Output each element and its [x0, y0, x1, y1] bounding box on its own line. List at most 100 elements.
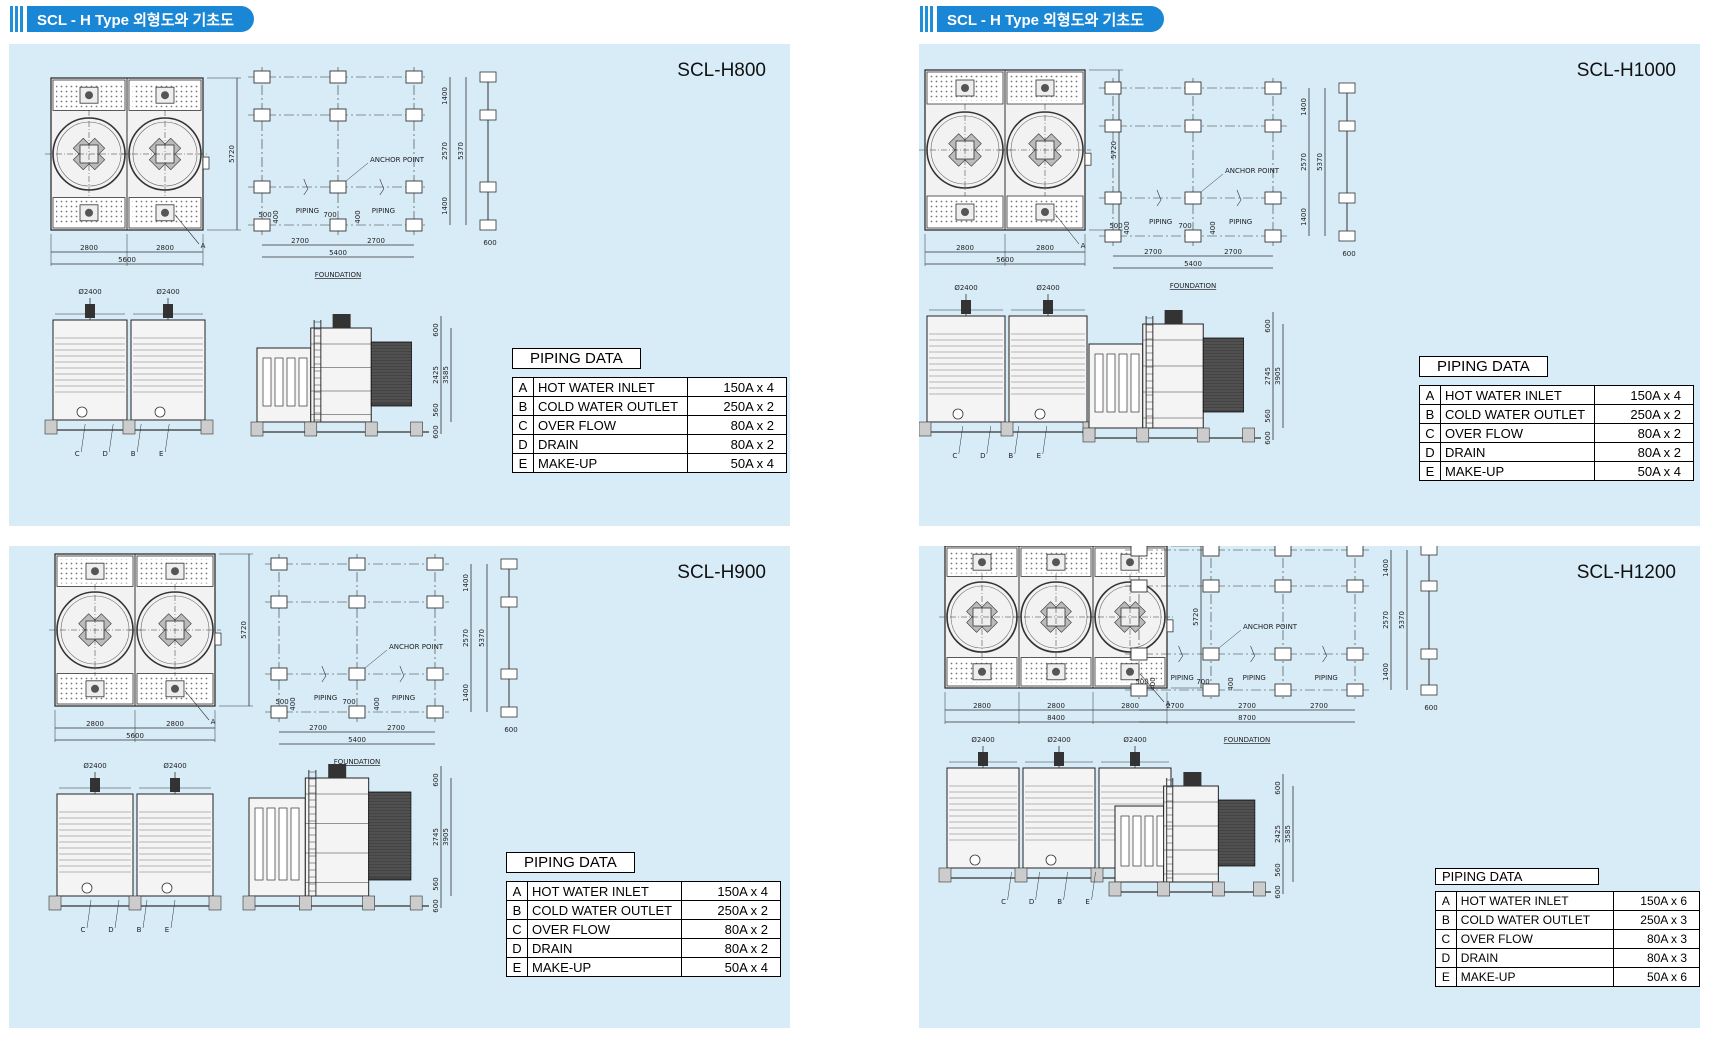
callout-label: C: [75, 450, 80, 458]
callout-label: A: [201, 242, 206, 250]
dimension-label: 400: [1149, 677, 1157, 690]
anchor-pad: [405, 218, 423, 232]
callout-label: D: [980, 452, 985, 460]
drawing-line: [1014, 425, 1020, 455]
dimension-label: 560: [1274, 863, 1282, 876]
side-anchor-pad: [1420, 580, 1438, 592]
side-louver: [286, 357, 296, 407]
anchor-pad: [1184, 229, 1202, 243]
anchor-pad: [253, 180, 271, 194]
side-louver: [1132, 815, 1142, 867]
dimension-label: Ø2400: [83, 762, 106, 770]
casing-main: [310, 327, 372, 423]
piping-marker: [1236, 189, 1242, 207]
model-name: SCL-H1000: [1576, 60, 1676, 81]
nozzle: [978, 558, 986, 567]
foundation-label: FOUNDATION: [315, 271, 362, 279]
support-leg: [200, 419, 214, 435]
dimension-label: 2700: [291, 237, 309, 245]
dimension-label: 600: [483, 239, 496, 247]
casing-main: [1163, 785, 1219, 883]
side-anchor-pad: [479, 109, 497, 121]
dimension-label: 5370: [1316, 153, 1324, 171]
pipe-name: DRAIN: [527, 938, 682, 958]
piping-label: PIPING: [1149, 218, 1172, 226]
model-name: SCL-H900: [677, 562, 766, 583]
dimension-label: 400: [354, 210, 362, 223]
pipe-name: COLD WATER OUTLET: [1455, 910, 1615, 930]
callout-label: B: [1057, 898, 1062, 906]
drawing-line: [364, 649, 388, 669]
pipe-name: DRAIN: [533, 434, 688, 454]
pipe-key: E: [1435, 967, 1457, 987]
dimension-label: 2570: [1300, 153, 1308, 171]
dimension-label: 400: [373, 697, 381, 710]
section-header-left: SCL - H Type 외형도와 기초도: [10, 6, 254, 32]
casing-section: [52, 319, 128, 421]
pipe-key: E: [1419, 461, 1441, 481]
callout-label: E: [165, 926, 169, 934]
anchor-pad: [426, 595, 444, 609]
anchor-pad: [1274, 683, 1292, 697]
dimension-label: 400: [1209, 221, 1217, 234]
dimension-label: 5400: [348, 736, 366, 744]
piping-data-title: PIPING DATA: [506, 852, 635, 873]
side-louver: [262, 357, 272, 407]
drawing-line: [1007, 871, 1012, 901]
casing-section: [130, 319, 206, 421]
dimension-label: 2800: [166, 720, 184, 728]
anchor-pad: [270, 595, 288, 609]
side-flange: [1084, 152, 1092, 166]
casing-section: [136, 793, 214, 897]
dimension-label: 8400: [1047, 714, 1065, 722]
casing-section: [1022, 767, 1096, 869]
drawing-line: [986, 425, 992, 455]
dimension-label: 2700: [367, 237, 385, 245]
outlet-pipe: [969, 854, 981, 866]
anchor-pad: [1346, 683, 1364, 697]
support-leg: [409, 895, 423, 911]
dimension-label: Ø2400: [1123, 736, 1146, 744]
dimension-label: 2800: [86, 720, 104, 728]
anchor-pad: [1104, 229, 1122, 243]
anchor-pad: [270, 667, 288, 681]
dimension-label: 2700: [1238, 702, 1256, 710]
dimension-label: 700: [1178, 222, 1191, 230]
model-name: SCL-H1200: [1576, 562, 1676, 583]
dimension-label: 600: [1342, 250, 1355, 258]
support-leg: [128, 895, 142, 911]
piping-label: PIPING: [1229, 218, 1252, 226]
nozzle: [85, 91, 93, 100]
anchor-pad: [1202, 546, 1220, 557]
dimension-label: 2570: [462, 629, 470, 647]
piping-label: PIPING: [1315, 674, 1338, 682]
pipe-name: COLD WATER OUTLET: [1440, 404, 1595, 424]
side-anchor-pad: [479, 181, 497, 193]
dimension-label: 2800: [973, 702, 991, 710]
dimension-label: 600: [1274, 781, 1282, 794]
dimension-label: Ø2400: [971, 736, 994, 744]
fan-motor: [328, 764, 347, 778]
drawing-line: [164, 423, 170, 453]
pipe-key: D: [1419, 442, 1441, 462]
anchor-pad: [270, 557, 288, 571]
side-louver: [278, 807, 288, 881]
outlet-pipe: [81, 882, 93, 894]
dimension-label: 2700: [1310, 702, 1328, 710]
support-leg: [362, 895, 375, 911]
pipe-size: 80A x 2: [687, 434, 787, 454]
